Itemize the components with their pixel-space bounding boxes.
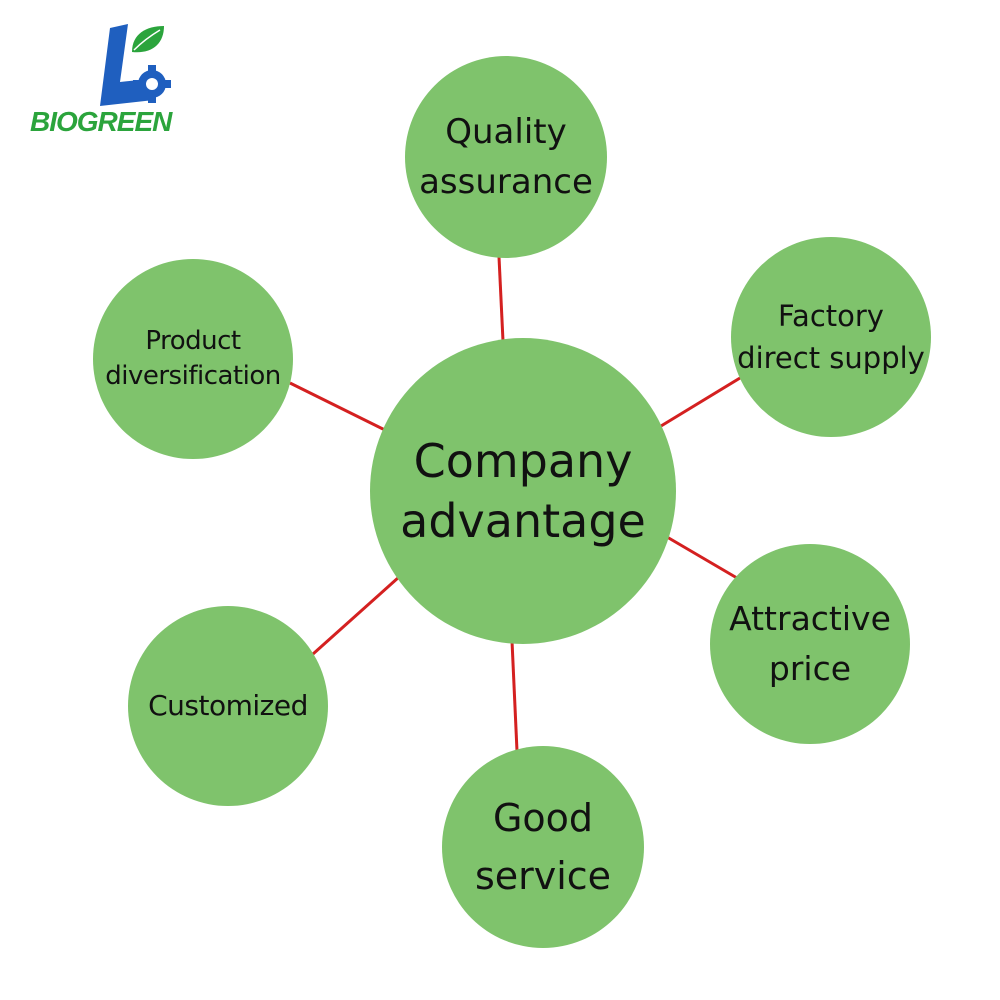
node-label: Customized [148,689,308,722]
node-good-service: Good service [442,746,644,948]
center-label: Company advantage [400,434,646,548]
logo-wordmark: BIOGREEN [30,106,172,137]
node-attractive-price: Attractive price [710,544,910,744]
connector-quality [497,256,505,342]
node-factory-direct-supply: Factory direct supply [731,237,931,437]
node-label: Quality assurance [419,112,593,202]
connector-custom [311,575,401,656]
leaf-letter-b-gear-logo-icon [100,24,171,106]
connector-service [510,640,519,752]
connector-factory [660,376,741,428]
node-label: Factory direct supply [737,299,925,375]
node-label: Good service [474,796,612,898]
node-label: Product diversification [105,326,281,391]
connector-price [666,535,738,580]
node-quality-assurance: Quality assurance [405,56,607,258]
connector-product [289,381,386,432]
node-customized: Customized [128,606,328,806]
node-product-diversification: Product diversification [93,259,293,459]
node-label: Attractive price [729,599,891,688]
company-logo: BIOGREEN [30,22,230,142]
center-node: Company advantage [370,338,676,644]
